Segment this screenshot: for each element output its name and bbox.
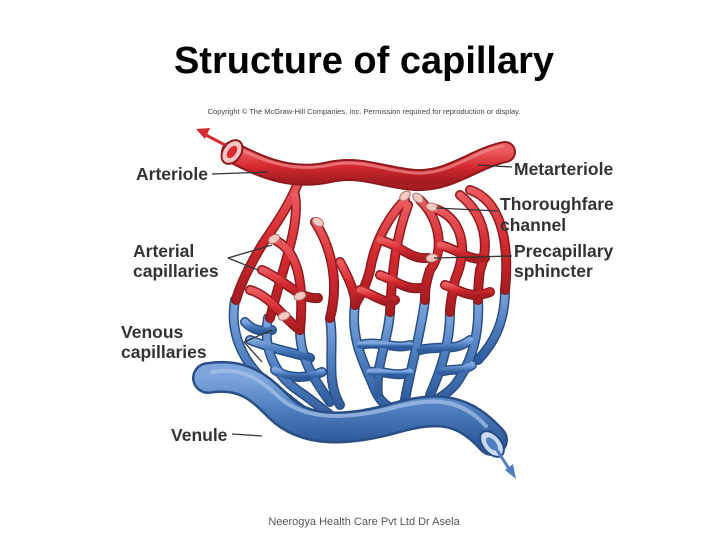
label-arterial-capillaries-line1: Arterial bbox=[133, 241, 194, 261]
leader-lines bbox=[211, 164, 513, 437]
precapillary-sphincters bbox=[267, 190, 439, 321]
arteriole-opening bbox=[220, 139, 244, 165]
arteriole-vessel bbox=[221, 141, 516, 192]
label-precapillary-sphincter-line1: Precapillary bbox=[514, 241, 613, 261]
label-thoroughfare-channel-line2: channel bbox=[500, 215, 566, 235]
label-thoroughfare-channel-line1: Thoroughfare bbox=[500, 194, 614, 214]
label-venule: Venule bbox=[171, 425, 228, 445]
label-venous-capillaries-line1: Venous bbox=[121, 322, 184, 342]
label-arteriole: Arteriole bbox=[136, 164, 208, 184]
venule-flow-arrow bbox=[495, 449, 516, 479]
arterial-capillary-network bbox=[231, 173, 512, 335]
arteriole-flow-arrow bbox=[196, 128, 226, 147]
slide-footer: Neerogya Health Care Pvt Ltd Dr Asela bbox=[268, 516, 460, 528]
label-venous-capillaries-line2: capillaries bbox=[121, 342, 207, 362]
label-precapillary-sphincter-line2: sphincter bbox=[514, 261, 593, 281]
copyright-notice: Copyright © The McGraw-Hill Companies, I… bbox=[207, 107, 521, 116]
diagram-labels: Arteriole Arterial capillaries Venous ca… bbox=[121, 159, 614, 445]
venule-vessel bbox=[192, 360, 508, 456]
label-arterial-capillaries-line2: capillaries bbox=[133, 261, 219, 281]
label-metarteriole: Metarteriole bbox=[514, 159, 613, 179]
slide-title: Structure of capillary bbox=[173, 40, 555, 82]
